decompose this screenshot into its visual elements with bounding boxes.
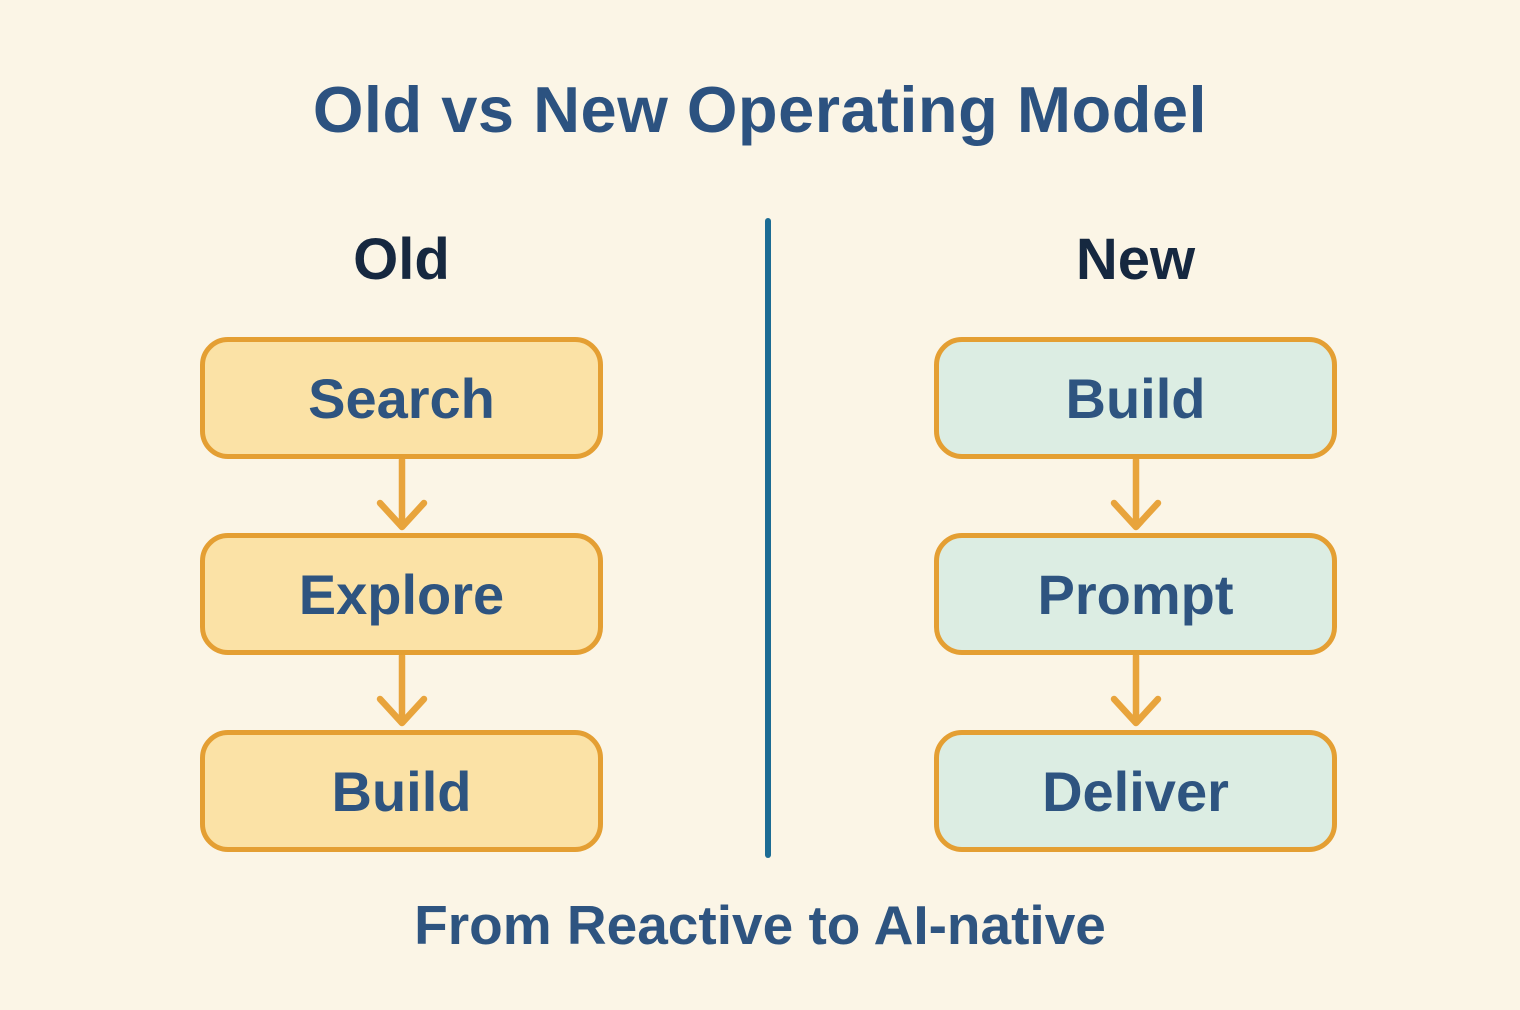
arrow-down-icon	[1106, 655, 1166, 730]
old-step-box-build: Build	[200, 730, 603, 852]
diagram-caption: From Reactive to AI-native	[414, 894, 1106, 956]
old-step-box-search: Search	[200, 337, 603, 459]
arrow-down-icon	[372, 459, 432, 534]
arrow-down-icon	[372, 655, 432, 730]
new-step-box-prompt: Prompt	[934, 533, 1337, 655]
old-step-box-explore: Explore	[200, 533, 603, 655]
arrow-down-icon	[1106, 459, 1166, 534]
column-header-new: New	[1075, 227, 1196, 292]
column-header-old: Old	[353, 227, 450, 292]
column-divider	[765, 218, 771, 858]
new-step-box-build: Build	[934, 337, 1337, 459]
new-step-box-deliver: Deliver	[934, 730, 1337, 852]
diagram-title: Old vs New Operating Model	[312, 73, 1208, 146]
